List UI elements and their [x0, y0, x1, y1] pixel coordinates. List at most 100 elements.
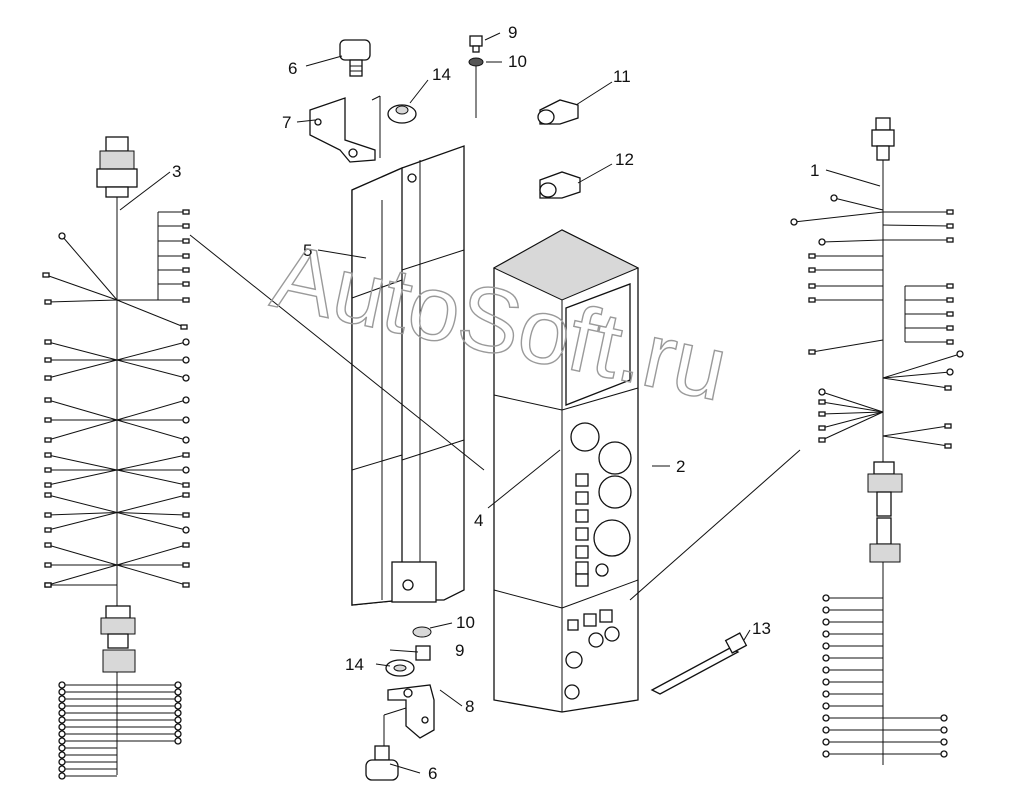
wire-terminal-icon	[822, 606, 830, 614]
wire-terminal-icon	[822, 594, 830, 602]
wire-terminal-icon	[830, 194, 838, 202]
wire-terminal-icon	[58, 688, 66, 696]
knob-screw-top-icon	[339, 39, 371, 77]
wire-branch	[116, 454, 187, 471]
wire-branch	[821, 411, 884, 429]
wire-branch	[821, 391, 884, 413]
wiring-harness-right	[790, 117, 964, 765]
wire-terminal-icon	[44, 512, 52, 518]
housing-cover-part	[351, 145, 465, 606]
panel-switch-icon	[575, 545, 589, 559]
wire-terminal-icon	[44, 397, 52, 403]
wire-terminal-icon	[182, 209, 190, 215]
wire-branch	[821, 411, 884, 441]
cable-tie-icon	[650, 632, 748, 695]
wire-terminal-icon	[790, 218, 798, 226]
bolt-bottom-icon	[415, 645, 431, 661]
wire-terminal-icon	[182, 492, 190, 498]
instrument-panel-part	[492, 229, 640, 713]
wire-terminal-icon	[808, 297, 816, 303]
panel-switch-icon	[575, 491, 589, 505]
wire-terminal-icon	[808, 349, 816, 355]
wire-terminal-icon	[808, 283, 816, 289]
wire-branch	[882, 435, 949, 447]
wire-terminal-icon	[44, 542, 52, 548]
wire-terminal-icon	[818, 437, 826, 443]
callout-3: 3	[172, 162, 181, 181]
callout-2: 2	[676, 457, 685, 476]
wire-terminal-icon	[822, 678, 830, 686]
wire-terminal-icon	[58, 758, 66, 766]
wire-branch	[47, 544, 118, 566]
callout-11: 11	[613, 67, 631, 86]
knob-screw-bottom-icon	[365, 745, 399, 781]
callout-4: 4	[474, 511, 483, 530]
wire-terminal-icon	[940, 714, 948, 722]
panel-switch-icon	[575, 509, 589, 523]
wire-branch	[47, 564, 118, 586]
wire-branch	[116, 299, 185, 328]
wire-terminal-icon	[174, 709, 182, 717]
wire-terminal-icon	[58, 765, 66, 773]
wire-branch	[47, 341, 118, 361]
wire-terminal-icon	[44, 582, 52, 588]
wire-terminal-icon	[940, 726, 948, 734]
wire-terminal-icon	[44, 467, 52, 473]
harness-right-top-connector-icon	[871, 117, 895, 161]
leader-lines	[119, 32, 881, 774]
wire-terminal-icon	[58, 681, 66, 689]
wire-branch	[47, 399, 118, 421]
bracket-top-icon	[309, 95, 381, 163]
callout-labels: 1 2 3 4 5 6 6 7 8 9 9 10 10 11 12 13 14 …	[172, 23, 819, 783]
wire-terminal-icon	[174, 702, 182, 710]
wire-branch	[821, 239, 884, 243]
wire-branch	[47, 494, 118, 513]
wire-terminal-icon	[182, 482, 190, 488]
wire-branch	[47, 419, 118, 441]
wire-terminal-icon	[58, 772, 66, 780]
callout-8: 8	[465, 697, 474, 716]
bolt-top-icon	[468, 35, 484, 118]
wire-branch	[882, 353, 961, 379]
wire-terminal-icon	[44, 452, 52, 458]
wire-terminal-icon	[44, 339, 52, 345]
wire-branch	[116, 512, 187, 531]
wire-terminal-icon	[182, 281, 190, 287]
wire-terminal-icon	[944, 385, 952, 391]
wire-branch	[116, 469, 187, 486]
wire-branch	[47, 512, 118, 531]
wire-terminal-icon	[946, 311, 954, 317]
wire-branch	[793, 211, 884, 223]
harness-left-branches	[42, 209, 190, 588]
wire-terminal-icon	[822, 702, 830, 710]
wire-terminal-icon	[58, 737, 66, 745]
wire-terminal-icon	[182, 512, 190, 518]
wire-terminal-icon	[946, 209, 954, 215]
panel-switch-icon	[575, 527, 589, 541]
washer-top-icon	[387, 104, 417, 124]
wire-branch	[882, 371, 951, 379]
wire-terminal-icon	[44, 527, 52, 533]
harness-left-bottom-branches	[58, 681, 182, 780]
wire-terminal-icon	[58, 751, 66, 759]
wire-terminal-icon	[944, 443, 952, 449]
wire-terminal-icon	[818, 425, 826, 431]
wire-terminal-icon	[44, 375, 52, 381]
panel-switches	[575, 473, 589, 587]
wire-terminal-icon	[822, 738, 830, 746]
callout-9-top: 9	[508, 23, 517, 42]
callout-13: 13	[752, 619, 771, 638]
callout-14-top: 14	[432, 65, 451, 84]
harness-right-branches	[790, 194, 964, 449]
wire-terminal-icon	[822, 618, 830, 626]
wire-branch	[61, 235, 118, 301]
wire-terminal-icon	[182, 267, 190, 273]
wire-terminal-icon	[182, 253, 190, 259]
callout-1: 1	[810, 161, 819, 180]
callout-7: 7	[282, 113, 291, 132]
wire-branch	[882, 425, 949, 437]
wiring-harness-left	[42, 136, 190, 780]
washer-bottom-icon	[412, 626, 432, 638]
wire-branch	[811, 339, 884, 353]
